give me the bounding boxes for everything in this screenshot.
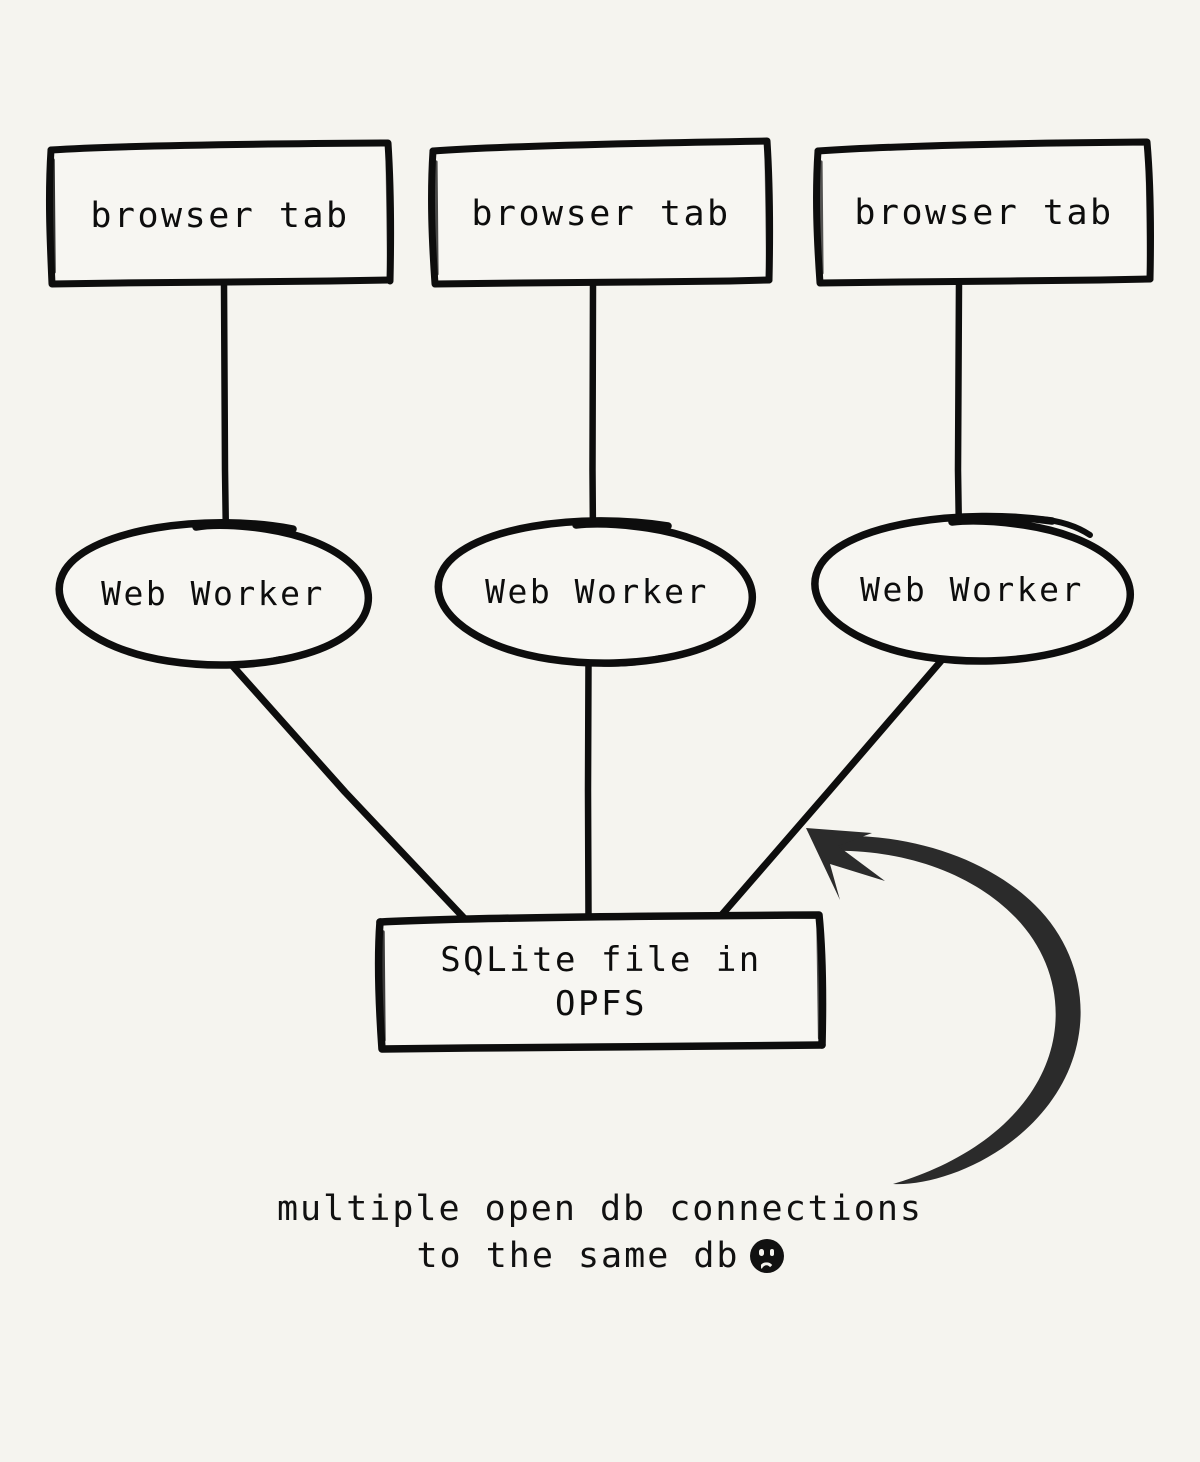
browser-tab-box-2 — [428, 137, 774, 288]
web-worker-ellipse-2 — [434, 517, 756, 667]
connector-worker2-store — [584, 656, 592, 922]
connector-worker1-store — [226, 659, 468, 922]
caption-line-2-row: to the same db — [210, 1233, 990, 1280]
web-worker-ellipse-3 — [811, 512, 1134, 665]
connector-tab2-worker2 — [589, 279, 597, 544]
connector-tab1-worker1 — [220, 280, 230, 544]
connector-tab3-worker3 — [954, 278, 963, 540]
browser-tab-box-3 — [813, 138, 1155, 287]
sqlite-opfs-box — [374, 911, 827, 1053]
caption-line-2: to the same db — [416, 1235, 740, 1276]
frowning-face-icon — [749, 1238, 784, 1274]
caption-line-1: multiple open db connections — [276, 1189, 923, 1229]
callout-arrow — [806, 828, 1081, 1185]
connector-worker3-store — [715, 657, 945, 922]
browser-tab-box-1 — [45, 139, 395, 288]
web-worker-ellipse-1 — [55, 519, 372, 669]
caption: multiple open db connections to the same… — [210, 1186, 990, 1280]
